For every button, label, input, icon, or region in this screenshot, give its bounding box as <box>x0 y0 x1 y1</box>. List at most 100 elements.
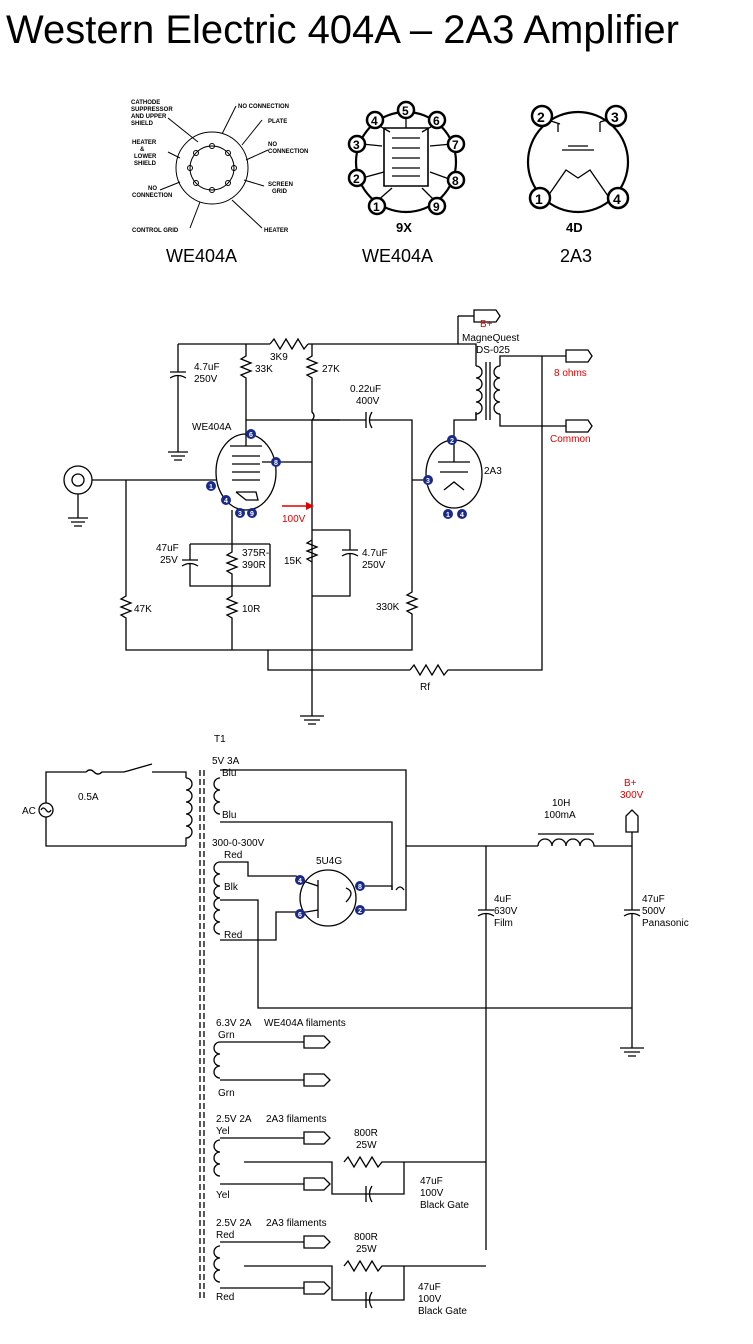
pin-2a3-1: 1 <box>535 191 543 207</box>
basing-label-control-grid: CONTROL GRID <box>132 228 179 234</box>
amp-pin-3: 3 <box>238 511 242 518</box>
psu-fil3-label: 2.5V 2A <box>216 1218 252 1229</box>
amp-r-330k-label: 330K <box>376 602 400 613</box>
amp-input-tube-label: WE404A <box>192 422 232 433</box>
psu-5v-label: 5V 3A <box>212 756 240 767</box>
pin-9x-7: 7 <box>452 138 459 152</box>
basing-label-plate: PLATE <box>268 119 287 125</box>
psu-fil1-label: 6.3V 2A <box>216 1018 252 1029</box>
amp-c-screen-label-2: 250V <box>362 560 386 571</box>
power-supply-schematic: T1 AC 0.5A 5V 3A Blu Blu 300-0-300V Red … <box>22 734 689 1317</box>
amp-r-3k9-label: 3K9 <box>270 352 288 363</box>
psu-grn2: Grn <box>218 1088 235 1099</box>
basing-label-heater-2: & <box>140 147 145 153</box>
amp-r-375-label-2: 390R <box>242 560 266 571</box>
pin-9x-4: 4 <box>371 114 378 128</box>
psu-rect-pin-4: 4 <box>298 878 302 885</box>
psu-bplus-label-1: B+ <box>624 778 637 789</box>
psu-blu2: Blu <box>222 810 236 821</box>
basing-label-cathode-4: SHIELD <box>131 121 154 127</box>
amp-r-15k-label: 15K <box>284 556 302 567</box>
basing-label-cathode-3: AND UPPER <box>131 114 167 120</box>
amp-r-27k-label: 27K <box>322 364 340 375</box>
psu-r800b-2: 25W <box>356 1244 377 1255</box>
amp-voltage-100v: 100V <box>282 514 306 525</box>
psu-blk: Blk <box>224 882 239 893</box>
amp-c-screen-label-1: 4.7uF <box>362 548 388 559</box>
psu-r800a-2: 25W <box>356 1140 377 1151</box>
amp-pin-8: 8 <box>274 460 278 467</box>
pin-9x-1: 1 <box>373 200 380 214</box>
amp-pin-4: 4 <box>224 498 228 505</box>
basing-caption-we404a-9x: WE404A <box>362 246 433 266</box>
amp-pin-6: 6 <box>249 432 253 439</box>
psu-choke-label-1: 10H <box>552 798 570 809</box>
amp-out-pin-3: 3 <box>426 478 430 485</box>
pin-badges-9x: 1 2 3 4 5 6 7 8 9 <box>347 100 466 216</box>
psu-red3: Red <box>216 1230 234 1241</box>
pin-9x-3: 3 <box>353 138 360 152</box>
pin-9x-2: 2 <box>353 172 360 186</box>
amp-r-47k-label: 47K <box>134 604 152 615</box>
psu-fuse-label: 0.5A <box>78 792 99 803</box>
basing-label-cathode-2: SUPPRESSOR <box>131 107 173 113</box>
psu-rect-pin-2: 2 <box>358 908 362 915</box>
psu-c-pana-3: Panasonic <box>642 918 689 929</box>
psu-t1-label: T1 <box>214 734 226 745</box>
basing-caption-2a3: 2A3 <box>560 246 592 266</box>
tube-2a3-basing: 2 3 1 4 4D 2A3 <box>526 104 630 266</box>
amp-c-decouple-label-1: 4.7uF <box>194 362 220 373</box>
page-title: Western Electric 404A – 2A3 Amplifier <box>6 8 679 52</box>
amp-r-375-label-1: 375R- <box>242 548 269 559</box>
psu-cbgb-2: 100V <box>418 1294 442 1305</box>
psu-c-film-1: 4uF <box>494 894 511 905</box>
psu-r800b-1: 800R <box>354 1232 378 1243</box>
basing-label-heater: HEATER <box>264 228 289 234</box>
psu-rect-pin-8: 8 <box>358 884 362 891</box>
psu-cbga-2: 100V <box>420 1188 444 1199</box>
basing-label-screen-1: SCREEN <box>268 182 293 188</box>
pin-9x-6: 6 <box>433 114 440 128</box>
psu-cbgb-3: Black Gate <box>418 1306 467 1317</box>
pin-2a3-2: 2 <box>537 109 545 125</box>
amp-transformer-label-1: MagneQuest <box>462 333 519 344</box>
psu-rect-pin-6: 6 <box>298 912 302 919</box>
psu-c-pana-2: 500V <box>642 906 666 917</box>
psu-cbga-1: 47uF <box>420 1176 443 1187</box>
psu-grn1: Grn <box>218 1030 235 1041</box>
psu-blu1: Blu <box>222 768 236 779</box>
psu-c-film-2: 630V <box>494 906 518 917</box>
amp-c-47-label-1: 47uF <box>156 543 179 554</box>
basing-label-no-conn-left-2: CONNECTION <box>132 193 172 199</box>
basing-label-screen-2: GRID <box>272 189 288 195</box>
amp-c-decouple-label-2: 250V <box>194 374 218 385</box>
psu-c-pana-1: 47uF <box>642 894 665 905</box>
amp-out-pin-4: 4 <box>460 512 464 519</box>
psu-fil2-label: 2.5V 2A <box>216 1114 252 1125</box>
pin-9x-8: 8 <box>452 174 459 188</box>
amp-out-pin-1: 1 <box>446 512 450 519</box>
amp-r-33k-label: 33K <box>255 364 273 375</box>
psu-yel2: Yel <box>216 1190 230 1201</box>
psu-red4: Red <box>216 1292 234 1303</box>
basing-label-heater-3: LOWER <box>134 154 157 160</box>
amp-pin-1: 1 <box>209 484 213 491</box>
psu-fil2-desc: 2A3 filaments <box>266 1114 327 1125</box>
psu-ac-label: AC <box>22 806 36 817</box>
basing-label-no-conn-right-2: CONNECTION <box>268 149 308 155</box>
basing-caption-we404a-detail: WE404A <box>166 246 237 266</box>
amp-transformer-label-2: DS-025 <box>476 345 510 356</box>
amplifier-schematic: B+ MagneQuest DS-025 3K9 4.7uF 250V 33K … <box>63 309 593 725</box>
psu-fil1-desc: WE404A filaments <box>264 1018 346 1029</box>
amp-out-pin-2: 2 <box>450 438 454 445</box>
amp-rf-label: Rf <box>420 682 430 693</box>
basing-label-heater-4: SHIELD <box>134 161 157 167</box>
pin-2a3-3: 3 <box>611 109 619 125</box>
psu-choke-label-2: 100mA <box>544 810 576 821</box>
psu-red2: Red <box>224 930 242 941</box>
pin-9x-5: 5 <box>402 104 409 118</box>
psu-cbgb-1: 47uF <box>418 1282 441 1293</box>
basing-label-no-conn-top: NO CONNECTION <box>238 104 289 110</box>
basing-label-no-conn-left-1: NO <box>148 186 157 192</box>
